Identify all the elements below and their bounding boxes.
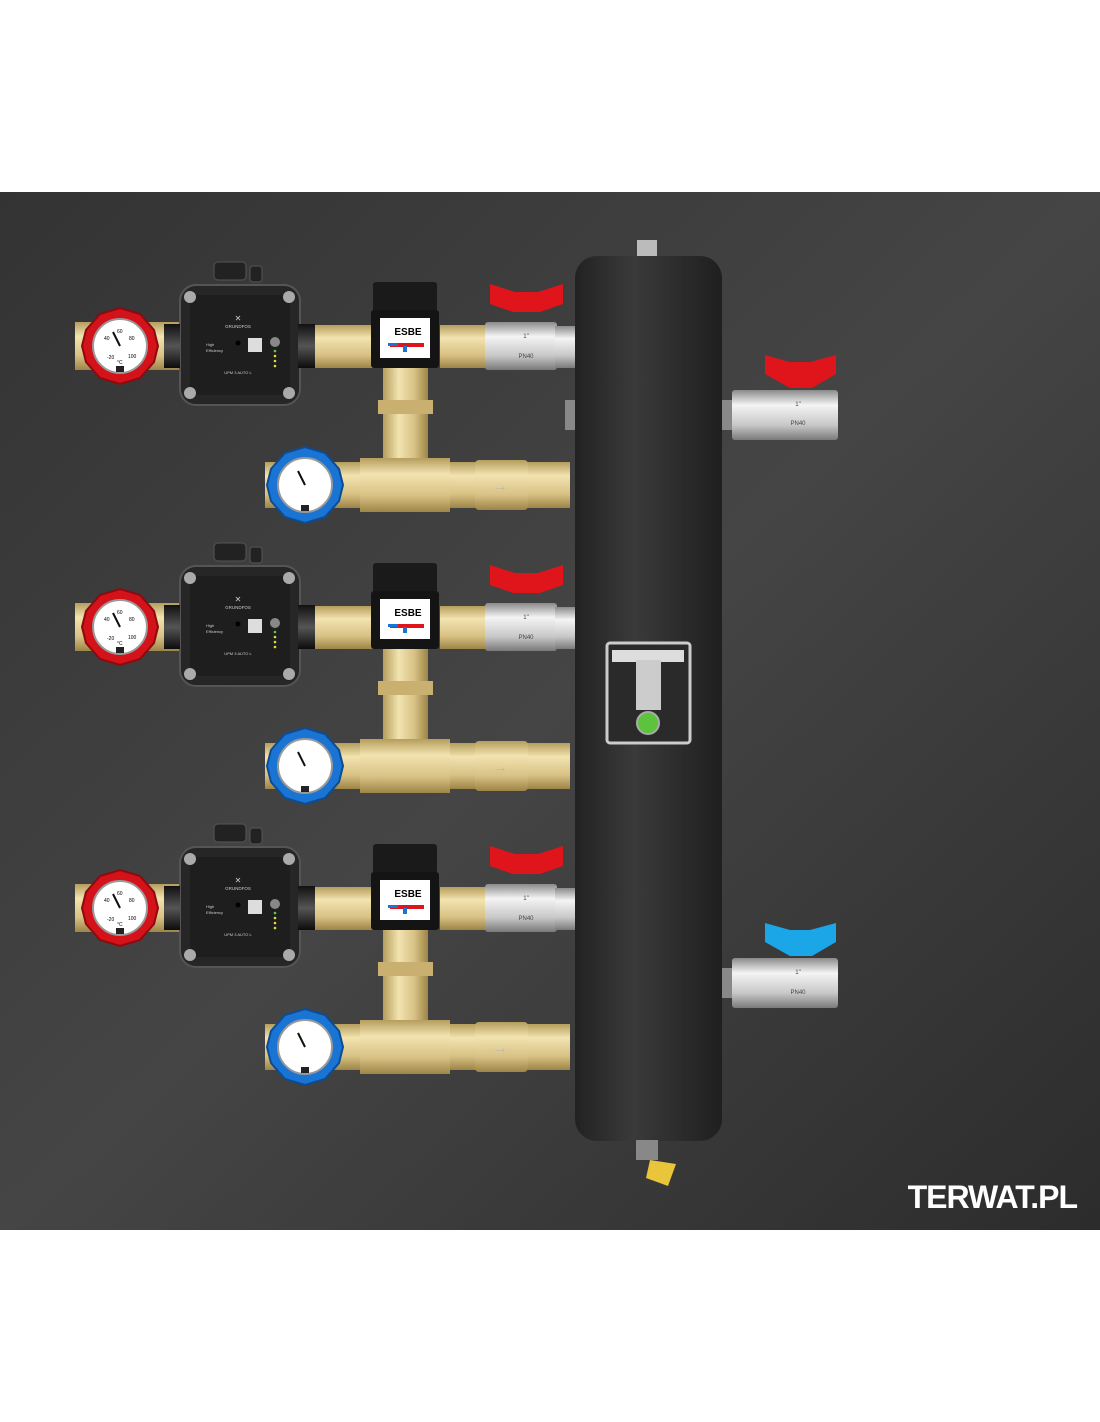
svg-text:High: High	[206, 342, 214, 347]
tee-fitting	[360, 458, 450, 512]
grundfos-logo-icon: ✕	[235, 876, 242, 885]
pump-plug	[249, 265, 263, 283]
svg-text:GRUNDFOS: GRUNDFOS	[225, 886, 251, 891]
flow-arrow-icon: →	[492, 759, 508, 776]
check-valve: →	[475, 741, 528, 791]
svg-text:100: 100	[128, 635, 137, 641]
svg-text:PN40: PN40	[518, 916, 534, 922]
svg-text:GRUNDFOS: GRUNDFOS	[225, 605, 251, 610]
svg-text:ESBE: ESBE	[394, 327, 422, 338]
pump-group-row: -20 40 60 80 100 °C ✕ GRUNDFOS High Effi…	[75, 261, 575, 525]
esbe-mixing-valve[interactable]: ESBE	[371, 563, 439, 649]
pump-button-icon[interactable]	[270, 337, 280, 347]
pump-plug	[249, 546, 263, 564]
svg-text:80: 80	[129, 336, 135, 342]
svg-text:100: 100	[128, 354, 137, 360]
pump-button-icon[interactable]	[270, 618, 280, 628]
svg-text:High: High	[206, 623, 214, 628]
svg-text:High: High	[206, 904, 214, 909]
svg-text:-20: -20	[107, 355, 114, 361]
pipe-section	[315, 887, 375, 930]
svg-text:60: 60	[117, 891, 123, 897]
svg-text:°C: °C	[117, 922, 123, 928]
tee-fitting	[360, 1020, 450, 1074]
svg-text:Efficiency: Efficiency	[206, 629, 223, 634]
cold-thermometer-icon	[265, 726, 345, 806]
qr-code-icon	[248, 619, 262, 633]
svg-text:1": 1"	[795, 402, 800, 408]
watermark-logo: TERWAT.PL	[908, 1179, 1078, 1215]
cold-thermometer-icon	[265, 1007, 345, 1087]
cold-thermometer-icon	[265, 445, 345, 525]
qr-code-icon	[248, 338, 262, 352]
circulation-pump[interactable]: ✕ GRUNDFOS High Efficiency UPM 3 AUTO L	[179, 542, 301, 687]
svg-text:PN40: PN40	[518, 354, 534, 360]
svg-text:-20: -20	[107, 917, 114, 923]
svg-text:60: 60	[117, 329, 123, 335]
svg-text:GRUNDFOS: GRUNDFOS	[225, 324, 251, 329]
flow-arrow-icon: →	[492, 478, 508, 495]
svg-text:UPM 3 AUTO L: UPM 3 AUTO L	[224, 651, 252, 656]
svg-text:UPM 3 AUTO L: UPM 3 AUTO L	[224, 932, 252, 937]
svg-text:°C: °C	[117, 641, 123, 647]
svg-text:PN40: PN40	[790, 421, 806, 427]
pump-connector	[213, 823, 247, 843]
pump-group-row: -20 40 60 80 100 °C ✕ GRUNDFOS High Effi…	[75, 542, 575, 806]
ball-valve-supply[interactable]: 1" PN40	[722, 355, 838, 440]
tee-fitting	[360, 739, 450, 793]
valve-handle-blue[interactable]	[765, 923, 836, 956]
svg-text:1": 1"	[523, 896, 528, 902]
svg-text:40: 40	[104, 898, 110, 904]
pump-connector	[213, 261, 247, 281]
svg-text:Efficiency: Efficiency	[206, 910, 223, 915]
esbe-mixing-valve[interactable]: ESBE	[371, 282, 439, 368]
ball-valve-return[interactable]: 1" PN40	[722, 923, 838, 1008]
pump-connector	[213, 542, 247, 562]
grundfos-logo-icon: ✕	[235, 595, 242, 604]
svg-text:80: 80	[129, 898, 135, 904]
pump-button-icon[interactable]	[270, 899, 280, 909]
svg-text:ESBE: ESBE	[394, 889, 422, 900]
svg-text:°C: °C	[117, 360, 123, 366]
ball-valve-hot[interactable]: 1" PN40	[485, 846, 563, 932]
pipe-section	[315, 606, 375, 649]
svg-text:100: 100	[128, 916, 137, 922]
pipe-section	[315, 325, 375, 368]
svg-text:80: 80	[129, 617, 135, 623]
hot-thermometer-icon: -20 40 60 80 100 °C	[80, 868, 160, 948]
qr-code-icon	[248, 900, 262, 914]
svg-text:ESBE: ESBE	[394, 608, 422, 619]
ball-valve-hot[interactable]: 1" PN40	[485, 565, 563, 651]
svg-text:40: 40	[104, 336, 110, 342]
svg-text:-20: -20	[107, 636, 114, 642]
ball-valve-hot[interactable]: 1" PN40	[485, 284, 563, 370]
svg-text:60: 60	[117, 610, 123, 616]
grundfos-logo-icon: ✕	[235, 314, 242, 323]
svg-text:1": 1"	[523, 615, 528, 621]
hot-thermometer-icon: -20 40 60 80 100 °C	[80, 587, 160, 667]
check-valve: →	[475, 1022, 528, 1072]
valve-handle-red[interactable]	[490, 284, 563, 312]
pump-plug	[249, 827, 263, 845]
check-valve: →	[475, 460, 528, 510]
esbe-mixing-valve[interactable]: ESBE	[371, 844, 439, 930]
valve-handle-red[interactable]	[765, 355, 836, 388]
hot-thermometer-icon: -20 40 60 80 100 °C	[80, 306, 160, 386]
air-vent-indicator	[605, 641, 692, 745]
svg-text:40: 40	[104, 617, 110, 623]
hydraulic-separator	[565, 240, 722, 1186]
drain-valve-icon[interactable]	[636, 1140, 676, 1186]
flow-arrow-icon: →	[492, 1040, 508, 1057]
svg-text:Efficiency: Efficiency	[206, 348, 223, 353]
svg-text:PN40: PN40	[518, 635, 534, 641]
pump-group-row: -20 40 60 80 100 °C ✕ GRUNDFOS High Effi…	[75, 823, 575, 1087]
svg-text:1": 1"	[523, 334, 528, 340]
svg-text:1": 1"	[795, 970, 800, 976]
valve-handle-red[interactable]	[490, 565, 563, 593]
svg-text:PN40: PN40	[790, 990, 806, 996]
valve-handle-red[interactable]	[490, 846, 563, 874]
svg-text:UPM 3 AUTO L: UPM 3 AUTO L	[224, 370, 252, 375]
